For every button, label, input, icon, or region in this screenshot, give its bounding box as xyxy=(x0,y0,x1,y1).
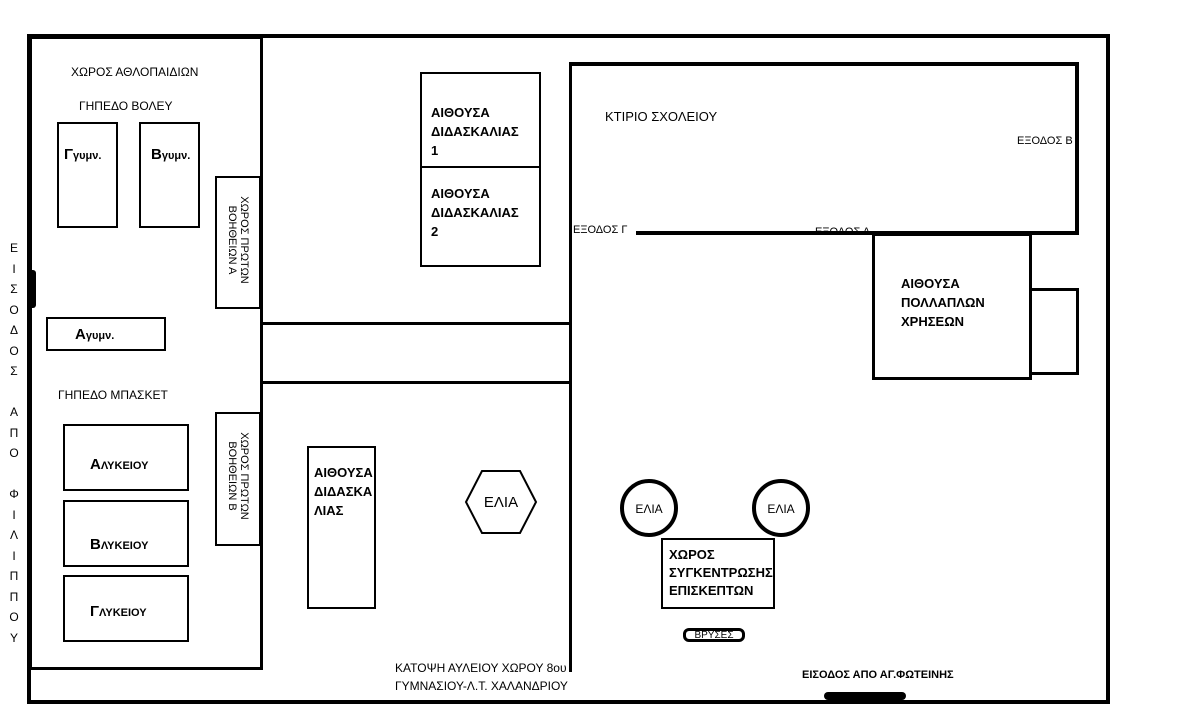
court-g-gym: Γγυμν. xyxy=(57,122,118,228)
court-b-gym: Βγυμν. xyxy=(139,122,200,228)
classroom-1: ΑΙΘΟΥΣΑ ΔΙΔΑΣΚΑΛΙΑΣ 1 xyxy=(420,72,541,168)
classroom-2: ΑΙΘΟΥΣΑ ΔΙΔΑΣΚΑΛΙΑΣ 2 xyxy=(420,166,541,267)
olive-tree-circle-2: ΕΛΙΑ xyxy=(752,479,810,537)
olive-tree-circle-1: ΕΛΙΑ xyxy=(620,479,678,537)
classroom-3: ΑΙΘΟΥΣΑ ΔΙΔΑΣΚΑ ΛΙΑΣ xyxy=(307,446,376,609)
building-right-wall xyxy=(1075,62,1079,234)
corridor-top-line xyxy=(261,322,572,325)
olive-tree-3-label: ΕΛΙΑ xyxy=(767,502,794,516)
fountains-label: ΒΡΥΣΕΣ xyxy=(694,630,734,641)
court-g-lyk: ΓΛΥΚΕΙΟΥ xyxy=(63,575,189,642)
caption-line-2: ΓΥΜΝΑΣΙΟΥ-Λ.Τ. ΧΑΛΑΝΔΡΙΟΥ xyxy=(395,679,568,693)
olive-tree-2-label: ΕΛΙΑ xyxy=(635,502,662,516)
athletics-title: ΧΩΡΟΣ ΑΘΛΟΠΑΙΔΙΩΝ xyxy=(71,65,199,79)
court-a-lyk: ΑΛΥΚΕΙΟΥ xyxy=(63,424,189,491)
exit-g-label: ΕΞΟΔΟΣ Γ xyxy=(573,224,628,236)
multipurpose-hall: ΑΙΘΟΥΣΑ ΠΟΛΛΑΠΛΩΝ ΧΡΗΣΕΩΝ xyxy=(872,233,1032,380)
first-aid-a-label: ΧΩΡΟΣ ΠΡΩΤΩΝ ΒΟΗΘΕΙΩΝ Α xyxy=(226,196,250,284)
exit-b-label: ΕΞΟΔΟΣ Β xyxy=(1017,135,1073,147)
school-building-label: ΚΤΙΡΙΟ ΣΧΟΛΕΙΟΥ xyxy=(605,109,718,124)
corridor-bottom-line xyxy=(261,381,572,384)
caption-line-1: ΚΑΤΟΨΗ ΑΥΛΕΙΟΥ ΧΩΡΟΥ 8ου xyxy=(395,661,567,675)
first-aid-b: ΧΩΡΟΣ ΠΡΩΤΩΝ ΒΟΗΘΕΙΩΝ Β xyxy=(215,412,261,546)
olive-tree-hexagon: ΕΛΙΑ xyxy=(464,470,538,534)
bottom-entrance-label: ΕΙΣΟΔΟΣ ΑΠΟ ΑΓ.ΦΩΤΕΙΝΗΣ xyxy=(802,669,954,681)
volley-court-title: ΓΗΠΕΔΟ ΒΟΛΕΥ xyxy=(79,99,173,113)
court-a-gym: Αγυμν. xyxy=(46,317,166,351)
building-bottom-wall xyxy=(636,231,1079,235)
exit-a-label: ΕΞΟΔΟΣ Α xyxy=(815,226,871,238)
first-aid-a: ΧΩΡΟΣ ΠΡΩΤΩΝ ΒΟΗΘΕΙΩΝ Α xyxy=(215,176,261,309)
first-aid-b-label: ΧΩΡΟΣ ΠΡΩΤΩΝ ΒΟΗΘΕΙΩΝ Β xyxy=(226,432,250,520)
multipurpose-annex xyxy=(1029,288,1079,375)
olive-tree-1-label: ΕΛΙΑ xyxy=(484,494,518,511)
building-left-wall xyxy=(569,62,572,672)
court-b-lyk: ΒΛΥΚΕΙΟΥ xyxy=(63,500,189,567)
bottom-entrance-gate xyxy=(824,692,906,700)
visitor-assembly-area: ΧΩΡΟΣ ΣΥΓΚΕΝΤΡΩΣΗΣ ΕΠΙΣΚΕΠΤΩΝ xyxy=(661,538,775,609)
building-top-wall xyxy=(569,62,1079,66)
athletics-area xyxy=(29,36,263,670)
fountains-box: ΒΡΥΣΕΣ xyxy=(683,628,745,642)
basket-court-title: ΓΗΠΕΔΟ ΜΠΑΣΚΕΤ xyxy=(58,388,168,402)
